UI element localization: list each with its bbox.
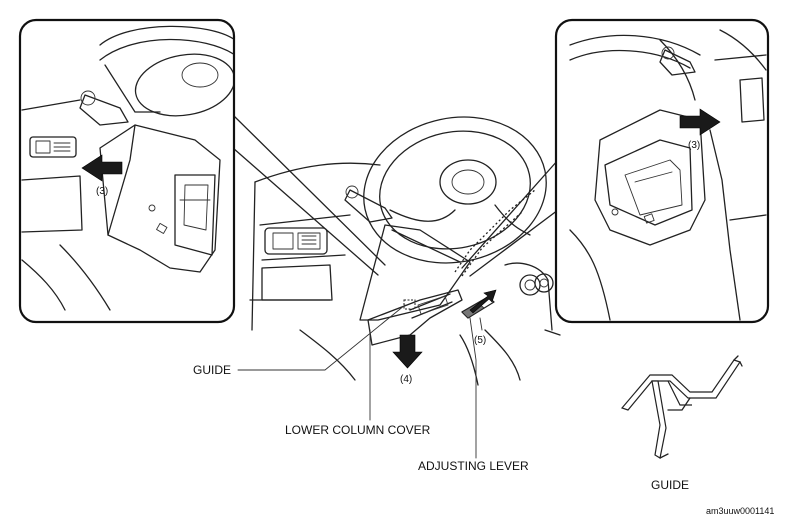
callout-step3-right: (3) (688, 140, 700, 151)
arrow-step3-right (679, 108, 721, 136)
callout-step5: (5) (474, 335, 486, 346)
right-detail-view (554, 18, 770, 324)
guide-detail-part (620, 355, 743, 459)
figure-reference: am3uuw0001141 (706, 506, 774, 516)
left-detail-view (18, 18, 236, 324)
label-adjusting-lever: ADJUSTING LEVER (418, 459, 529, 473)
callout-leaders (237, 304, 483, 459)
arrow-step3-left (81, 154, 123, 182)
arrow-step5 (469, 289, 497, 314)
label-lower-column-cover: LOWER COLUMN COVER (285, 423, 431, 437)
label-guide: GUIDE (193, 363, 231, 377)
magnifier-leaders (232, 114, 559, 277)
callout-step3-left: (3) (96, 186, 108, 197)
label-guide-detail: GUIDE (651, 478, 689, 492)
callout-step4: (4) (400, 374, 412, 385)
arrow-step4 (392, 334, 423, 369)
